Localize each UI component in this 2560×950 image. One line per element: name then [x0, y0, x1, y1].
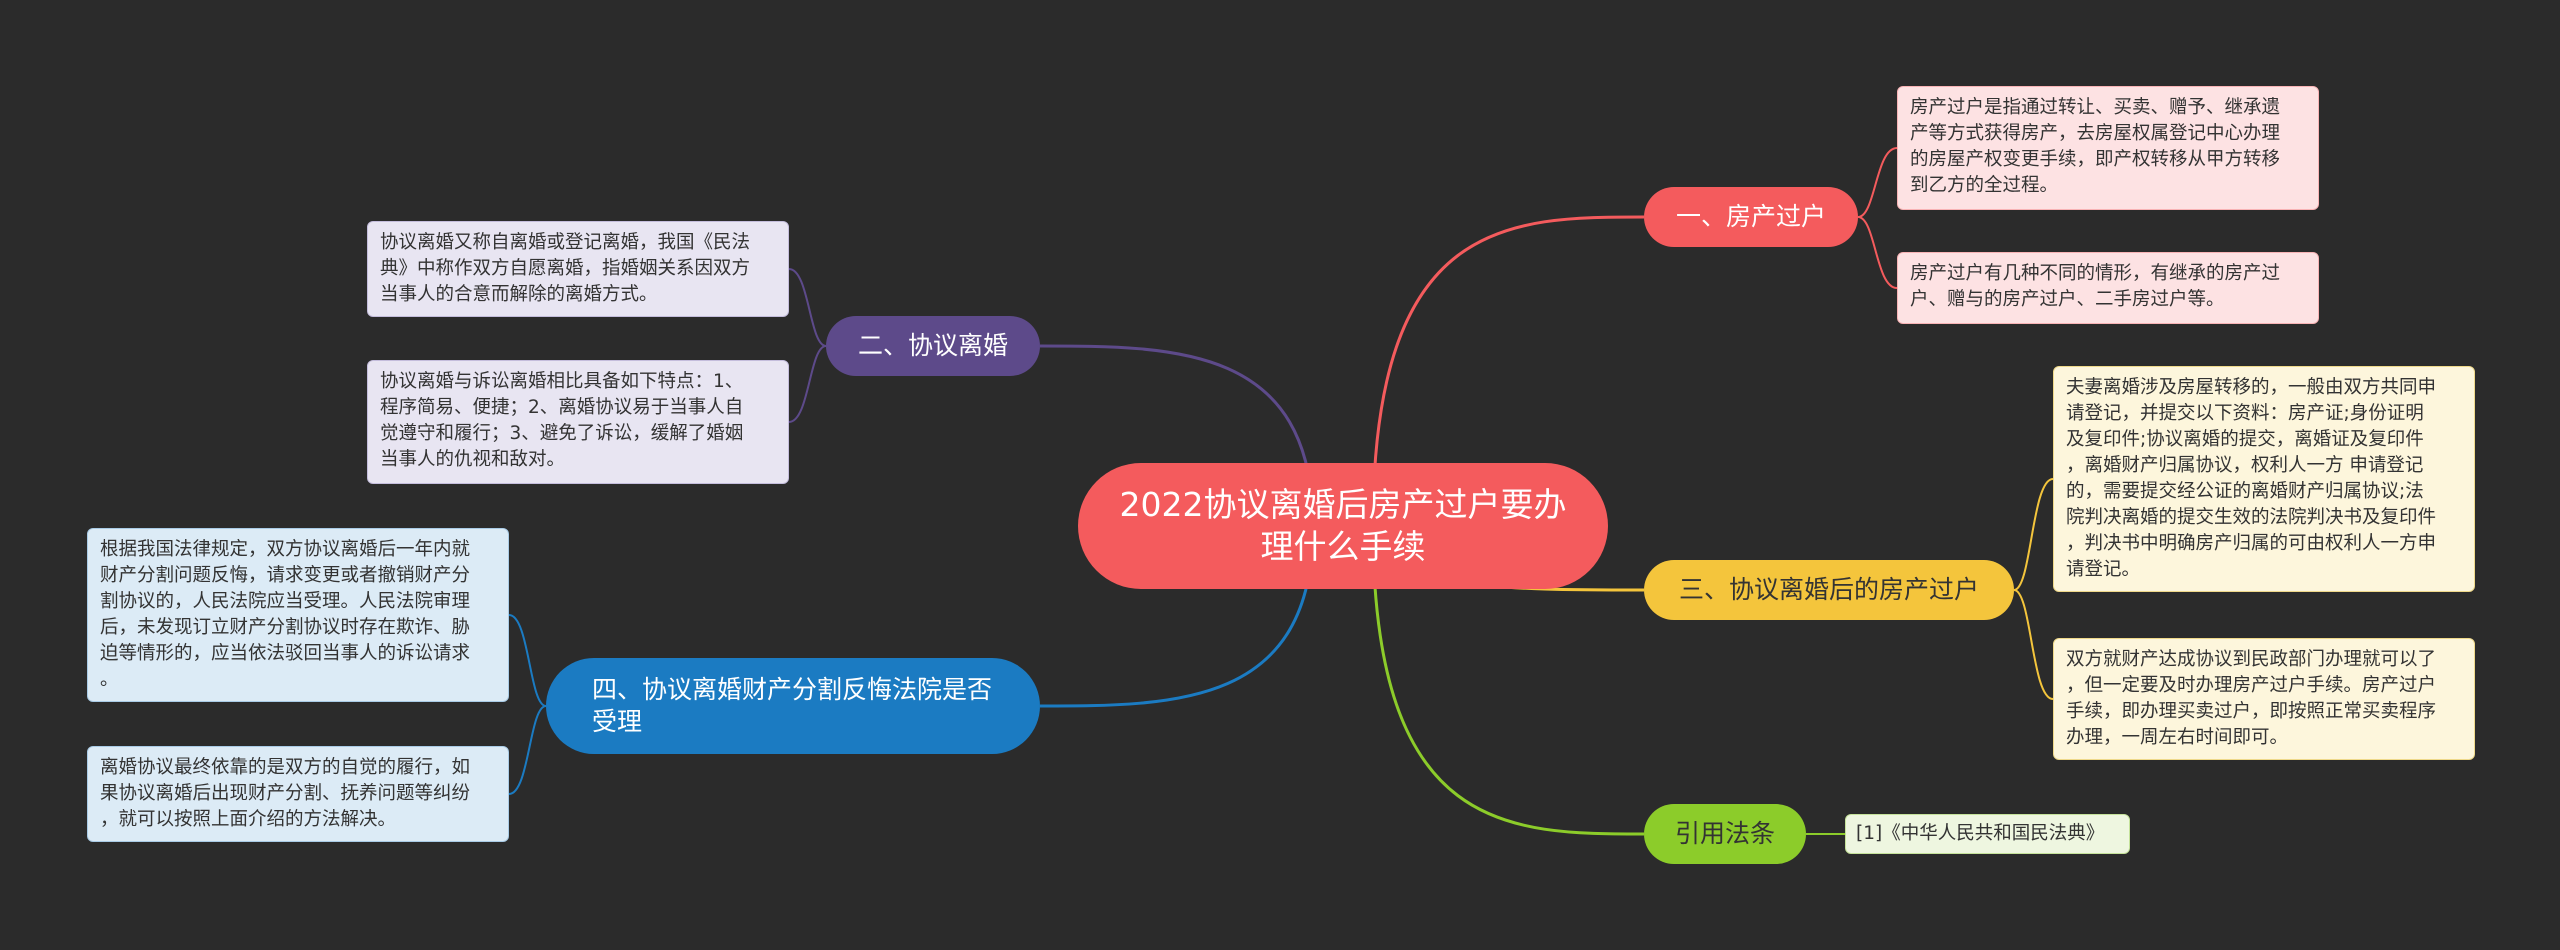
branch-property-division-regret[interactable]: 四、协议离婚财产分割反悔法院是否受理: [546, 658, 1040, 754]
link-b3-leaf-1: [2013, 589, 2054, 700]
leaf-agreement-divorce-features[interactable]: 协议离婚与诉讼离婚相比具备如下特点：1、 程序简易、便捷；2、离婚协议易于当事人…: [367, 360, 789, 484]
leaf-property-division-solution[interactable]: 离婚协议最终依靠的是双方的自觉的履行，如 果协议离婚后出现财产分割、抚养问题等纠…: [87, 746, 509, 842]
link-b4-leaf-0: [508, 614, 547, 707]
leaf-cited-civil-code[interactable]: [1]《中华人民共和国民法典》: [1845, 814, 2130, 854]
branch-house-transfer[interactable]: 一、房产过户: [1644, 187, 1858, 247]
leaf-post-divorce-transfer-process[interactable]: 双方就财产达成协议到民政部门办理就可以了 ，但一定要及时办理房产过户手续。房产过…: [2053, 638, 2475, 760]
branch-cited-law[interactable]: 引用法条: [1644, 804, 1806, 864]
link-b3-leaf-0: [2013, 478, 2054, 591]
root-topic[interactable]: 2022协议离婚后房产过户要办理什么手续: [1078, 463, 1608, 589]
link-root-b5: [1371, 525, 1645, 836]
leaf-house-transfer-definition[interactable]: 房产过户是指通过转让、买卖、赠予、继承遗 产等方式获得房产，去房屋权属登记中心办…: [1897, 86, 2319, 210]
link-root-b4: [1039, 525, 1315, 708]
leaf-agreement-divorce-definition[interactable]: 协议离婚又称自离婚或登记离婚，我国《民法 典》中称作双方自愿离婚，指婚姻关系因双…: [367, 221, 789, 317]
leaf-house-transfer-types[interactable]: 房产过户有几种不同的情形，有继承的房产过 户、赠与的房产过户、二手房过户等。: [1897, 252, 2319, 324]
link-b1-leaf-1: [1857, 216, 1898, 289]
leaf-property-division-court[interactable]: 根据我国法律规定，双方协议离婚后一年内就 财产分割问题反悔，请求变更或者撤销财产…: [87, 528, 509, 702]
link-b4-leaf-1: [508, 705, 547, 795]
link-root-b1: [1371, 215, 1645, 527]
link-root-b2: [1039, 344, 1315, 527]
link-b2-leaf-1: [788, 345, 827, 423]
branch-agreement-divorce[interactable]: 二、协议离婚: [826, 316, 1040, 376]
link-b1-leaf-0: [1857, 147, 1898, 218]
link-b2-leaf-0: [788, 268, 827, 347]
branch-post-divorce-transfer[interactable]: 三、协议离婚后的房产过户: [1644, 560, 2014, 620]
leaf-post-divorce-transfer-documents[interactable]: 夫妻离婚涉及房屋转移的，一般由双方共同申 请登记，并提交以下资料：房产证;身份证…: [2053, 366, 2475, 592]
